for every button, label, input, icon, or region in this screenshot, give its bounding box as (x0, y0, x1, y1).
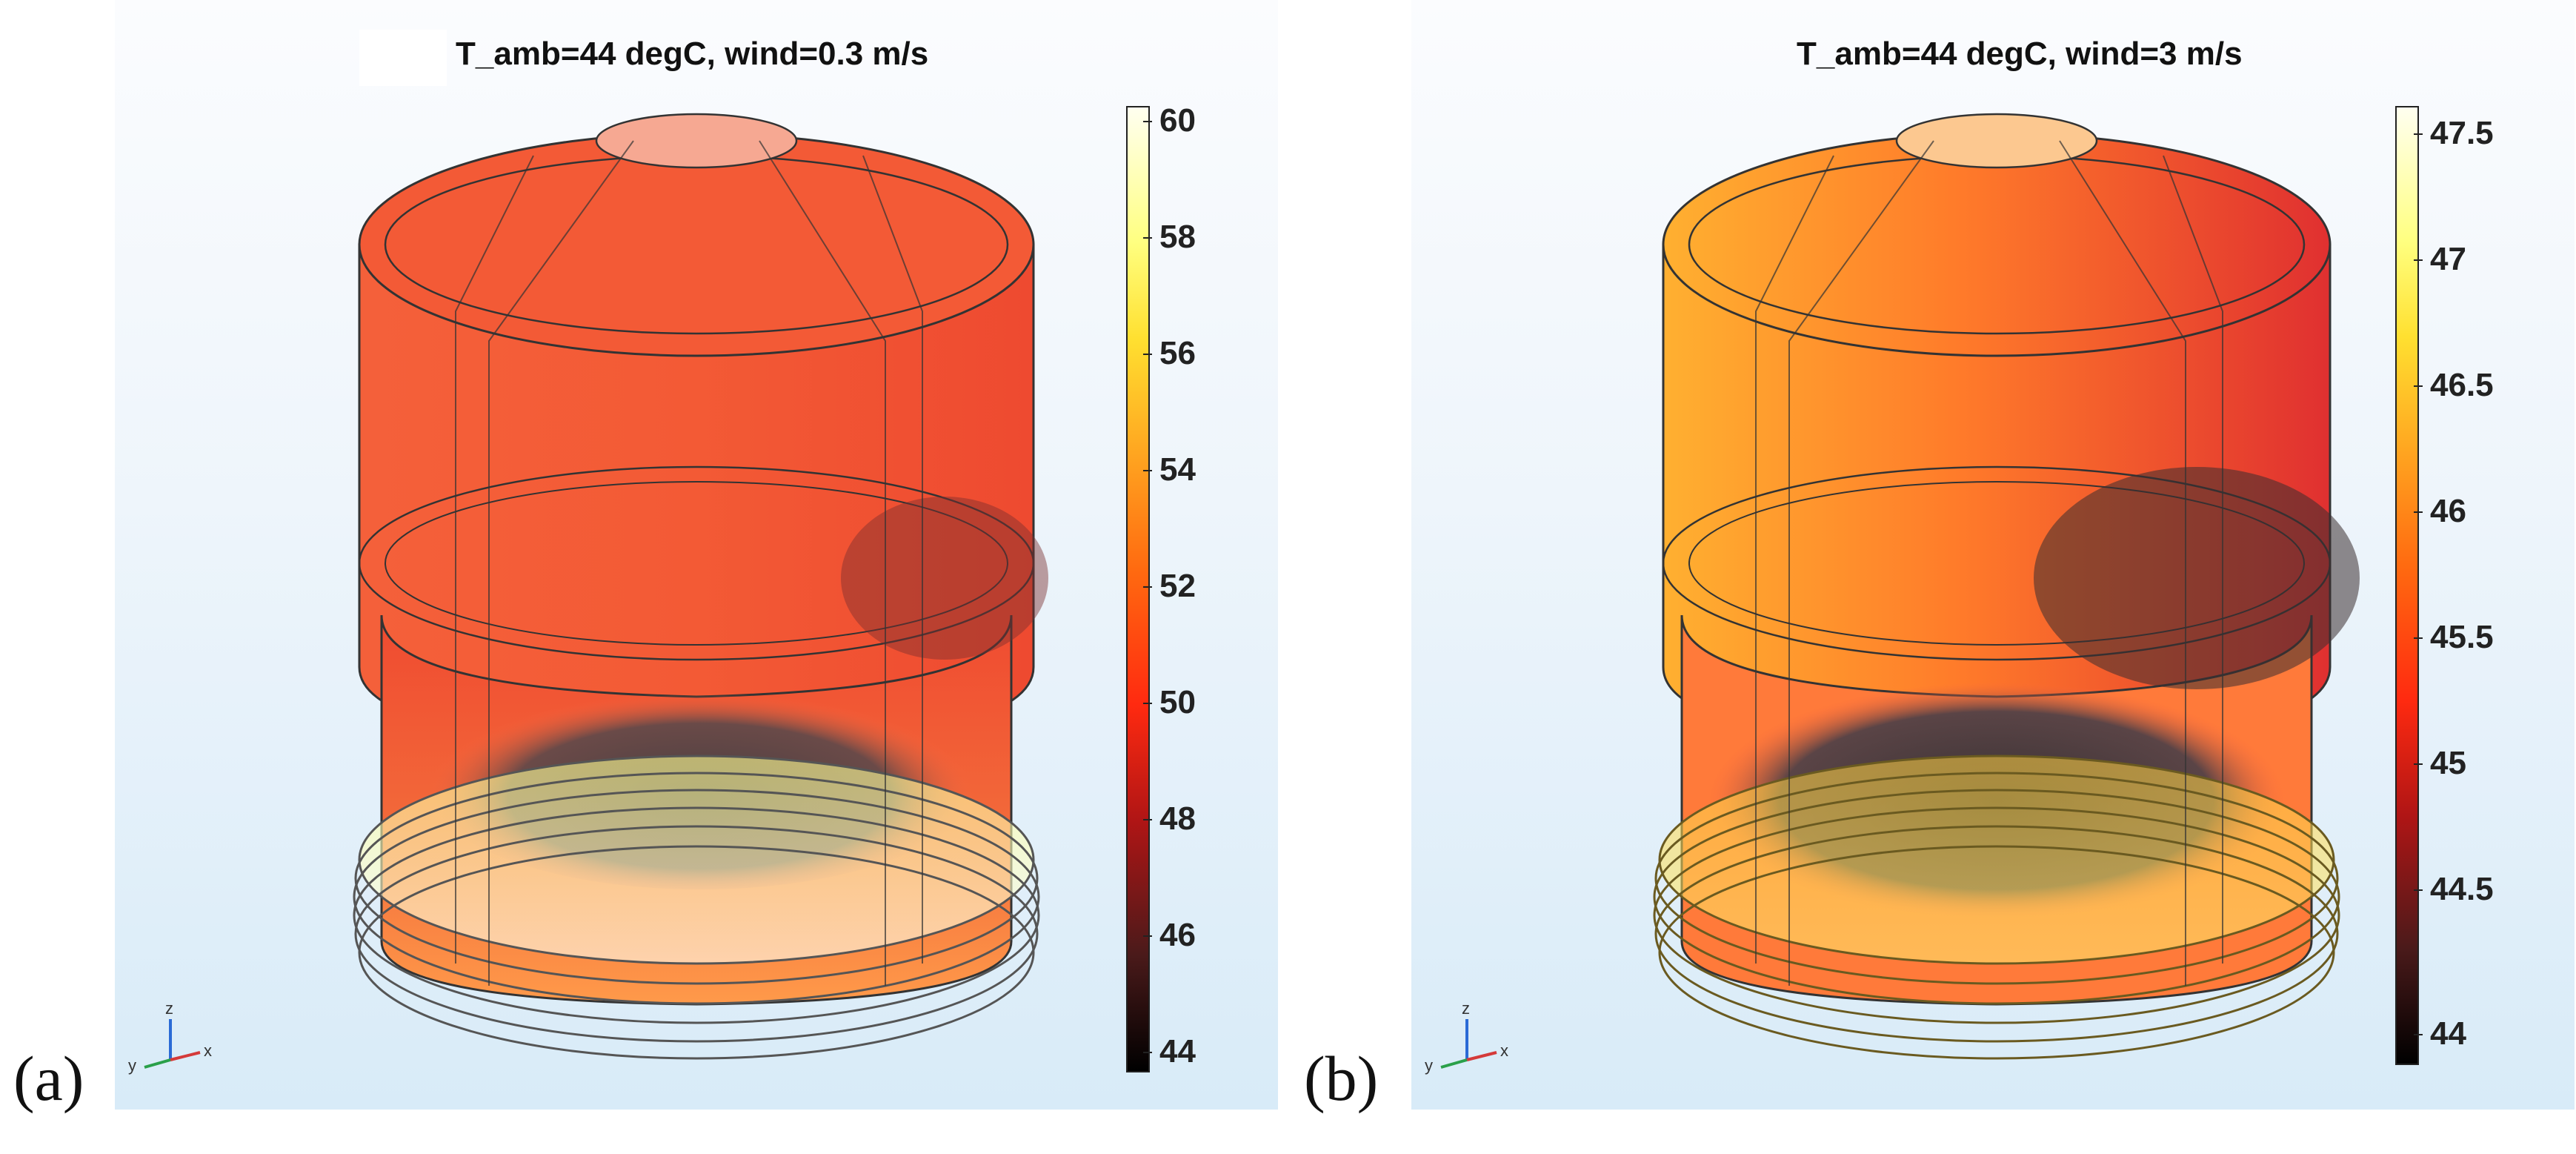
panel-b-tick: 45 (2414, 745, 2466, 781)
panel-b-tick: 44 (2414, 1015, 2466, 1052)
panel-b-colorbar (2395, 106, 2419, 1065)
panel-a-render (353, 113, 1048, 1060)
panel-a-tick: 44 (1143, 1033, 1196, 1070)
panel-a-tick: 52 (1143, 568, 1196, 604)
panel-b-tick: 44.5 (2414, 871, 2494, 907)
panel-a-label: (a) (13, 1043, 84, 1114)
panel-b: T_amb=44 degC, wind=3 m/s (1411, 0, 2575, 1110)
panel-a-tick: 56 (1143, 335, 1196, 371)
panel-b-label: (b) (1304, 1043, 1379, 1114)
panel-b-tick: 46.5 (2414, 367, 2494, 403)
panel-a-tick: 48 (1143, 800, 1196, 837)
panel-a-axis-triad: z x y (128, 999, 212, 1075)
title-mask (359, 30, 447, 86)
panel-b-title: T_amb=44 degC, wind=3 m/s (1797, 36, 2243, 72)
panel-a-tick: 54 (1143, 451, 1196, 488)
panel-a-axis-x: x (204, 1041, 212, 1060)
panel-b-axis-x: x (1500, 1041, 1508, 1060)
panel-a: T_amb=44 degC, wind=0.3 m/s (115, 0, 1278, 1110)
panel-b-axis-y: y (1425, 1056, 1433, 1075)
panel-b-tick: 45.5 (2414, 619, 2494, 655)
panel-b-tick: 46 (2414, 493, 2466, 529)
panel-a-tick: 58 (1143, 219, 1196, 255)
panel-a-colorbar (1126, 106, 1150, 1072)
panel-b-render (1653, 113, 2360, 1060)
panel-a-tick: 50 (1143, 684, 1196, 720)
panel-a-title: T_amb=44 degC, wind=0.3 m/s (456, 36, 929, 72)
panel-a-tick: 46 (1143, 917, 1196, 953)
panel-b-axis-z: z (1462, 999, 1470, 1018)
panel-b-tick: 47.5 (2414, 115, 2494, 151)
panel-b-tick: 47 (2414, 241, 2466, 277)
panel-a-axis-y: y (128, 1056, 136, 1075)
panel-a-axis-z: z (165, 999, 173, 1018)
panel-a-tick: 60 (1143, 102, 1196, 139)
panel-b-axis-triad: z x y (1425, 999, 1508, 1075)
